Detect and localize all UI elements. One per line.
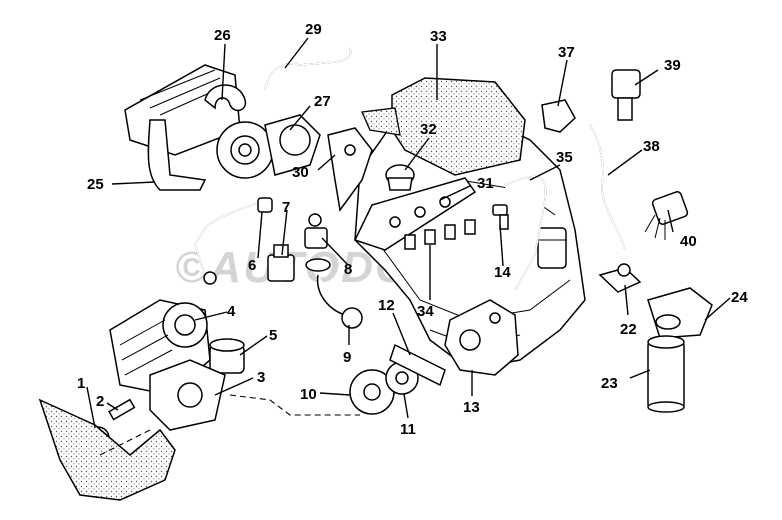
callout-30: 30 xyxy=(292,164,309,181)
tensioner-arm xyxy=(389,343,446,387)
fuel-filter-block xyxy=(537,227,567,269)
oil-filter xyxy=(209,338,245,374)
callout-33: 33 xyxy=(430,28,447,45)
callout-35: 35 xyxy=(556,149,573,166)
callout-12: 12 xyxy=(378,297,395,314)
solenoid-valve xyxy=(644,191,689,240)
pipe-fitting xyxy=(492,204,509,230)
callout-5: 5 xyxy=(269,327,277,344)
callout-34: 34 xyxy=(417,303,434,320)
thermostat-housing xyxy=(385,164,415,191)
callout-3: 3 xyxy=(257,369,265,386)
callout-31: 31 xyxy=(477,175,494,192)
temperature-sensor xyxy=(611,69,641,121)
callout-4: 4 xyxy=(227,303,236,320)
callout-1: 1 xyxy=(77,375,85,392)
callout-23: 23 xyxy=(601,375,618,392)
callout-29: 29 xyxy=(305,21,322,38)
callout-38: 38 xyxy=(643,138,660,155)
callout-6: 6 xyxy=(248,257,256,274)
callout-22: 22 xyxy=(620,321,637,338)
callout-labels: 26 29 33 37 39 27 25 30 32 31 35 38 40 7… xyxy=(77,21,748,438)
callout-25: 25 xyxy=(87,176,104,193)
callout-32: 32 xyxy=(420,121,437,138)
mounting-bracket xyxy=(327,127,373,212)
leader-lines xyxy=(86,37,731,429)
intake-duct xyxy=(124,64,247,191)
callout-11: 11 xyxy=(400,421,416,438)
flange-fitting xyxy=(598,263,642,293)
pipe-end-fitting xyxy=(203,197,273,285)
turbocharger xyxy=(216,114,321,179)
callout-39: 39 xyxy=(664,57,681,74)
callout-2: 2 xyxy=(96,393,104,410)
egr-valve xyxy=(304,213,363,329)
fuel-line-inner xyxy=(504,175,547,291)
filter-bracket xyxy=(647,287,713,339)
oil-return-pipe-inner xyxy=(194,199,266,276)
callout-13: 13 xyxy=(463,399,480,416)
oil-pipe-inner xyxy=(264,47,352,91)
callout-37: 37 xyxy=(558,44,575,61)
callout-27: 27 xyxy=(314,93,331,110)
coolant-hose-inner xyxy=(589,124,626,251)
callout-10: 10 xyxy=(300,386,317,403)
coolant-hose xyxy=(589,124,626,251)
callout-26: 26 xyxy=(214,27,231,44)
callout-9: 9 xyxy=(343,349,351,366)
injection-pump xyxy=(444,299,519,376)
coolant-fitting xyxy=(541,99,576,133)
callout-24: 24 xyxy=(731,289,748,306)
sensor-unit xyxy=(267,244,295,282)
callout-8: 8 xyxy=(344,261,352,278)
assembly-line xyxy=(229,394,360,416)
callout-40: 40 xyxy=(680,233,697,250)
callout-14: 14 xyxy=(494,264,511,281)
callout-7: 7 xyxy=(282,199,290,216)
vacuum-pump xyxy=(149,359,226,431)
fuel-filter xyxy=(647,335,685,413)
injectors xyxy=(404,219,476,250)
timing-pulleys xyxy=(349,361,419,415)
engine-cover xyxy=(361,77,526,176)
drive-belt xyxy=(38,398,176,501)
oil-pipe xyxy=(264,47,352,91)
